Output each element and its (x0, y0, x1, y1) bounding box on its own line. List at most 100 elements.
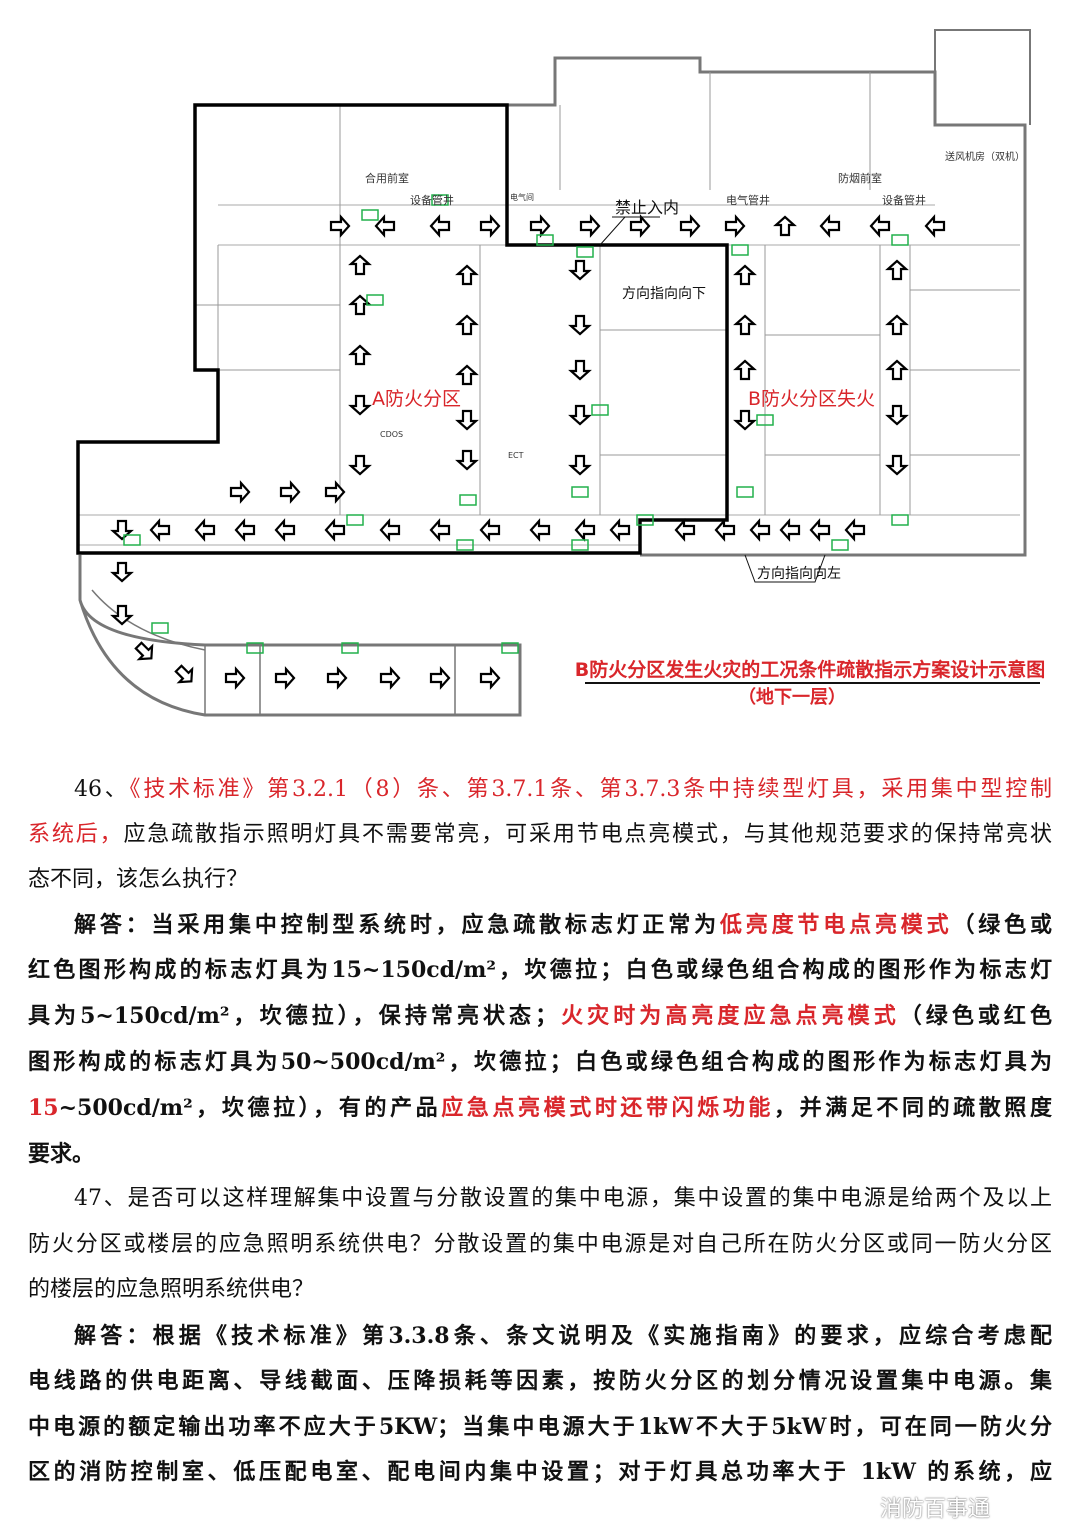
evacuation-arrow-icon (229, 480, 251, 504)
evacuation-arrow-icon (529, 214, 551, 238)
q46-red-text: 《技术标准》第3.2.1（8）条、第3.7.1条、第3.7.3条中持续型灯具，采… (129, 777, 1052, 802)
evacuation-arrow-icon (733, 359, 757, 381)
no-entry-label: 禁止入内 (615, 198, 679, 217)
evacuation-arrow-icon (579, 214, 601, 238)
evacuation-arrow-icon (274, 518, 296, 542)
exit-sign-icon (361, 209, 379, 221)
shared-anteroom-label: 合用前室 (365, 171, 409, 185)
exit-sign-icon (571, 539, 589, 551)
evacuation-arrow-icon (733, 314, 757, 336)
evacuation-arrow-icon (194, 518, 216, 542)
exit-sign-icon (571, 486, 589, 498)
evacuation-arrow-icon (844, 518, 866, 542)
evacuation-arrow-icon (924, 214, 946, 238)
exit-sign-icon (731, 244, 749, 256)
evacuation-arrow-icon (733, 409, 757, 431)
zone-b-label: B防火分区失火 (748, 388, 875, 410)
direction-left-label: 方向指向向左 (757, 566, 841, 582)
q46-number: 46、 (74, 777, 130, 802)
direction-left-leader (744, 554, 826, 583)
evacuation-arrow-icon (455, 364, 479, 386)
evacuation-arrow-icon (348, 254, 372, 276)
evacuation-arrow-icon (749, 518, 771, 542)
exit-sign-icon (636, 514, 654, 526)
exit-sign-icon (341, 642, 359, 654)
evacuation-arrow-icon (429, 518, 451, 542)
exit-sign-icon (459, 494, 477, 506)
evacuation-arrow-icon (455, 314, 479, 336)
evacuation-arrow-icon (110, 604, 134, 626)
evacuation-arrow-icon (529, 518, 551, 542)
evacuation-arrow-icon (374, 214, 396, 238)
evacuation-arrows (110, 214, 946, 690)
a46-text: ，并满足不同的疏散照度 (774, 1095, 1052, 1121)
a47-line-2: 电线路的供电距离、导线截面、压降损耗等因素，按防火分区的划分情况设置集中电源。集 (28, 1368, 1052, 1394)
evacuation-arrow-icon (379, 518, 401, 542)
exit-sign-icon (891, 234, 909, 246)
evacuation-arrow-icon (885, 314, 909, 336)
evacuation-arrow-icon (429, 666, 451, 690)
a47-line-3: 中电源的额定输出功率不应大于5KW；当集中电源大于1kW不大于5kW时，可在同一… (28, 1414, 1052, 1440)
exit-sign-icon (123, 534, 141, 546)
a46-line-3: 具为5~150cd/m²，坎德拉），保持常亮状态；火灾时为高亮度应急点亮模式（绿… (28, 1001, 1052, 1031)
evacuation-arrow-icon (568, 454, 592, 476)
evacuation-arrow-icon (885, 454, 909, 476)
a46-text: 解答：当采用集中控制型系统时，应急疏散标志灯正常为 (74, 912, 720, 938)
exit-sign-icon (366, 294, 384, 306)
evacuation-arrow-icon (609, 518, 631, 542)
a46-text: （绿色或 (952, 912, 1052, 938)
q47-line-2: 防火分区或楼层的应急照明系统供电？分散设置的集中电源是对自己所在防火分区或同一防… (28, 1232, 1052, 1257)
exit-sign-icon (736, 486, 754, 498)
equipment-shaft-2-label: 设备管井 (882, 193, 926, 207)
a46-text: （绿色或红色 (899, 1003, 1052, 1029)
evacuation-arrow-icon (329, 214, 351, 238)
evacuation-floor-plan: A防火分区 B防火分区失火 禁止入内 方向指向向下 方向指向向左 合用前室 设备… (76, 29, 1045, 717)
ect-label: ECT (508, 451, 524, 460)
evacuation-arrow-icon (279, 480, 301, 504)
exit-sign-icon (346, 514, 364, 526)
evacuation-arrow-icon (773, 215, 797, 237)
evacuation-arrow-icon (674, 518, 696, 542)
exit-sign-icon (831, 539, 849, 551)
evacuation-arrow-icon (479, 214, 501, 238)
exit-sign-icon (591, 404, 609, 416)
evacuation-arrow-icon (134, 641, 154, 661)
q46-line-1: 46、《技术标准》第3.2.1（8）条、第3.7.1条、第3.7.3条中持续型灯… (74, 775, 1052, 805)
exit-sign-icon (431, 194, 449, 206)
evacuation-arrow-icon (348, 344, 372, 366)
exit-sign-icon (246, 642, 264, 654)
equipment-shaft-label: 设备管井 (410, 193, 454, 207)
evacuation-arrow-icon (110, 561, 134, 583)
evacuation-arrow-icon (568, 359, 592, 381)
evacuation-arrow-icon (274, 666, 296, 690)
exit-sign-icon (536, 234, 554, 246)
evacuation-arrow-icon (348, 454, 372, 476)
a46-line-6: 要求。 (28, 1141, 95, 1167)
q46-red-text-2: 系统后， (28, 822, 124, 847)
evacuation-arrow-icon (149, 518, 171, 542)
q46-line-2: 系统后，应急疏散指示照明灯具不需要常亮，可采用节电点亮模式，与其他规范要求的保持… (28, 820, 1052, 850)
no-entry-leader (599, 216, 660, 246)
a46-line-1: 解答：当采用集中控制型系统时，应急疏散标志灯正常为低亮度节电点亮模式（绿色或 (74, 910, 1052, 940)
watermark: 消防百事通 (880, 1497, 991, 1522)
evacuation-arrow-icon (819, 214, 841, 238)
evacuation-arrow-icon (326, 666, 348, 690)
evacuation-arrow-icon (629, 214, 651, 238)
evacuation-arrow-icon (869, 214, 891, 238)
evacuation-arrow-icon (714, 518, 736, 542)
evacuation-arrow-icon (479, 518, 501, 542)
building-walls (78, 29, 1031, 717)
a46-text: ~500cd/m²，坎德拉），有的产品 (58, 1095, 442, 1121)
evacuation-arrow-icon (110, 519, 134, 541)
cdos-label: CDOS (380, 430, 403, 439)
exit-sign-icon (456, 539, 474, 551)
q46-line-3: 态不同，该怎么执行？ (28, 867, 249, 892)
evacuation-arrow-icon (568, 259, 592, 281)
a46-highlight-2: 火灾时为高亮度应急点亮模式 (557, 1003, 900, 1029)
evacuation-arrow-icon (885, 404, 909, 426)
evacuation-arrow-icon (348, 294, 372, 316)
electrical-room-label: 电气间 (510, 192, 534, 202)
evacuation-arrow-icon (224, 666, 246, 690)
exit-sign-icon (576, 246, 594, 258)
evacuation-arrow-icon (724, 214, 746, 238)
